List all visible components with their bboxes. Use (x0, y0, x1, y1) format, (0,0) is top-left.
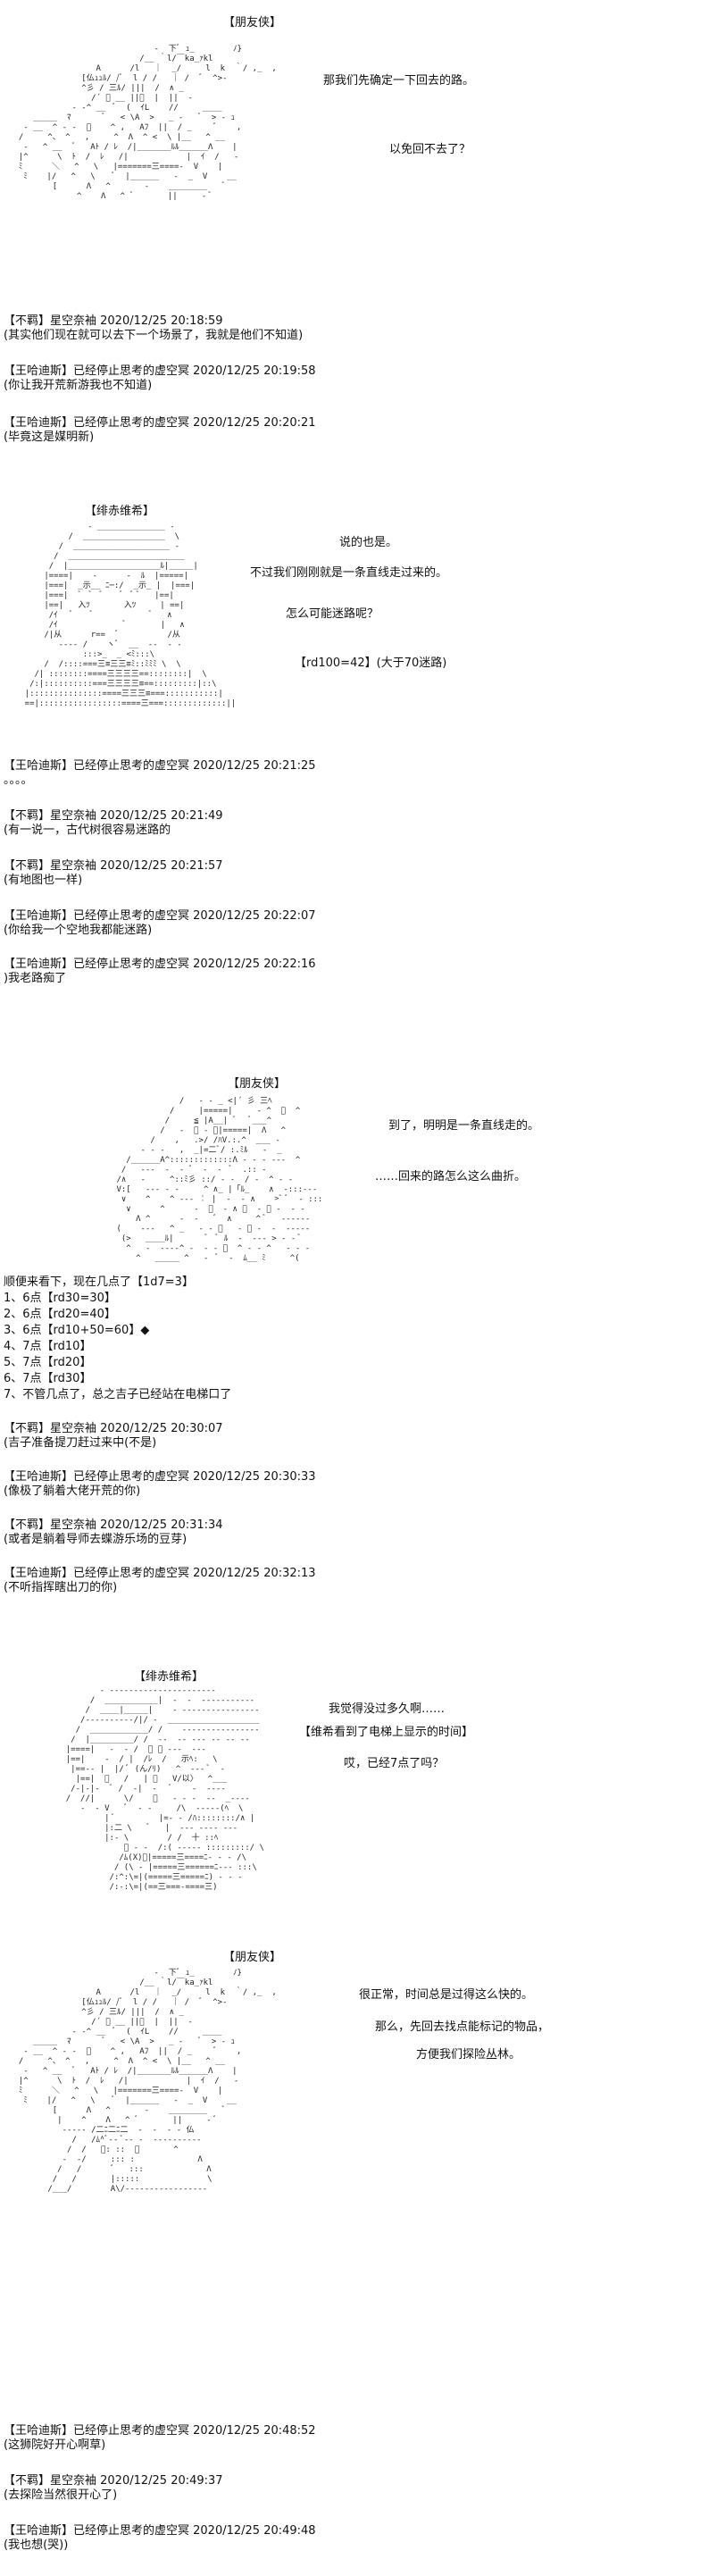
log-entry-body: 。。。。 (4, 774, 33, 787)
log-entry-body: (毕竟这是媒明新) (4, 431, 95, 444)
scene2-line-1: 说的也是。 (339, 536, 398, 549)
log-entry-body: (去探险当然很开心了) (4, 2488, 118, 2502)
roll-option: 2、6点【rd20=40】 (4, 1308, 116, 1321)
roll-option: 1、6点【rd30=30】 (4, 1292, 116, 1305)
scene1-line-1: 那我们先确定一下回去的路。 (323, 74, 475, 88)
scene4-speaker: 【绯赤维希】 (134, 1670, 204, 1684)
scene5-line-2: 那么，先回去找点能标记的物品， (375, 2020, 550, 2034)
log-entry-body: (有一说一，古代树很容易迷路的 (4, 824, 171, 837)
roll-option: 7、不管几点了，总之吉子已经站在电梯口了 (4, 1388, 232, 1401)
log-entry-head: 【王哈迪斯】已经停止思考的虚空冥 2020/12/25 20:21:25 (4, 759, 316, 773)
roll-option: 6、7点【rd30】 (4, 1372, 92, 1385)
scene3-line-1: 到了，明明是一条直线走的。 (388, 1119, 540, 1133)
log-entry-head: 【王哈迪斯】已经停止思考的虚空冥 2020/12/25 20:48:52 (4, 2424, 316, 2438)
ascii-art-vishi-2: ‐ ‐‐‐‐‐‐‐‐‐‐‐‐‐‐‐‐‐‐‐‐‐‐ / ___________| … (65, 1686, 264, 1892)
log-entry-body: (你让我开荒新游我也不知道) (4, 379, 153, 392)
scene5-line-3: 方便我们探险丛林。 (416, 2048, 521, 2062)
roll-intro: 顺便来看下，现在几点了【1d7=3】 (4, 1275, 194, 1289)
log-entry-head: 【不羁】星空奈袖 2020/12/25 20:30:07 (4, 1422, 223, 1435)
log-entry-head: 【王哈迪斯】已经停止思考的虚空冥 2020/12/25 20:19:58 (4, 364, 316, 378)
scene2-line-2: 不过我们刚刚就是一条直线走过来的。 (250, 566, 448, 580)
log-entry-body: (我也想(哭)) (4, 2538, 69, 2552)
log-entry-head: 【王哈迪斯】已经停止思考的虚空冥 2020/12/25 20:22:16 (4, 958, 316, 971)
log-entry-head: 【不羁】星空奈袖 2020/12/25 20:31:34 (4, 1518, 223, 1532)
ascii-art-friend-2: / ‐ ‐ _ <|´ 彡 三ﾍ / |=====| ‐ ^ ﾞ ^ / ≦ |… (116, 1097, 323, 1263)
log-entry-head: 【王哈迪斯】已经停止思考的虚空冥 2020/12/25 20:30:33 (4, 1470, 316, 1484)
log-entry-head: 【王哈迪斯】已经停止思考的虚空冥 2020/12/25 20:20:21 (4, 416, 316, 430)
log-entry-body: )我老路痴了 (4, 972, 67, 985)
log-entry-head: 【王哈迪斯】已经停止思考的虚空冥 2020/12/25 20:22:07 (4, 909, 316, 923)
roll-option: 5、7点【rd20】 (4, 1356, 92, 1369)
log-entry-body: (其实他们现在就可以去下一个场景了，我就是他们不知道) (4, 329, 304, 342)
scene4-line-3: 哎，已经7点了吗？ (344, 1757, 445, 1770)
log-entry-body: (不听指挥瞎出刀的你) (4, 1581, 118, 1594)
scene3-speaker: 【朋友侠】 (228, 1077, 287, 1091)
scene1-line-2: 以免回不去了？ (389, 143, 471, 156)
log-entry-head: 【王哈迪斯】已经停止思考的虚空冥 2020/12/25 20:32:13 (4, 1567, 316, 1580)
scene4-line-2: 【维希看到了电梯上显示的时间】 (299, 1726, 474, 1739)
log-entry-body: (像极了躺着大佬开荒的你) (4, 1485, 141, 1498)
ascii-art-vishi-1: ‐ ______________ ‐ / _________________ \… (24, 523, 237, 708)
log-entry-head: 【不羁】星空奈袖 2020/12/25 20:21:49 (4, 809, 223, 823)
log-entry-head: 【不羁】星空奈袖 2020/12/25 20:21:57 (4, 859, 223, 873)
log-entry-head: 【王哈迪斯】已经停止思考的虚空冥 2020/12/25 20:49:48 (4, 2524, 316, 2538)
scene5-speaker: 【朋友侠】 (223, 1951, 282, 1964)
log-entry-head: 【不羁】星空奈袖 2020/12/25 20:49:37 (4, 2474, 223, 2488)
ascii-art-friend-1: ‐ 下ﾞ ｭ_ ﾉ} /__ ｀l/￣ka_ｧkl A /l ｜ _/ l k … (18, 45, 277, 201)
scene5-line-1: 很正常，时间总是过得这么快的。 (359, 1988, 534, 2002)
scene2-roll: 【rd100=42】(大于70迷路) (295, 657, 447, 670)
log-entry-body: (或者是躺着导师去蝶游乐场的豆芽) (4, 1533, 188, 1546)
roll-option: 4、7点【rd10】 (4, 1340, 92, 1353)
scene1-speaker: 【朋友侠】 (223, 16, 282, 29)
scene3-line-2: ……回来的路怎么这么曲折。 (375, 1170, 527, 1183)
ascii-art-friend-3: ‐ 下ﾞ ｭ_ ﾉ} /__ ｀l/￣ka_ｧkl A /l ｜ _/ l k … (18, 1969, 277, 2194)
scene2-speaker: 【绯赤维希】 (85, 505, 155, 518)
log-entry-body: (吉子准备提刀赶过来中(不是) (4, 1436, 157, 1450)
scene4-line-1: 我觉得没过多久啊…… (329, 1702, 446, 1716)
log-entry-body: (这狮院好开心啊草) (4, 2438, 106, 2452)
log-entry-body: (你给我一个空地我都能迷路) (4, 924, 153, 937)
log-entry-head: 【不羁】星空奈袖 2020/12/25 20:18:59 (4, 314, 223, 328)
log-entry-body: (有地图也一样) (4, 874, 83, 887)
roll-option: 3、6点【rd10+50=60】◆ (4, 1324, 150, 1337)
scene2-line-3: 怎么可能迷路呢？ (286, 607, 379, 621)
